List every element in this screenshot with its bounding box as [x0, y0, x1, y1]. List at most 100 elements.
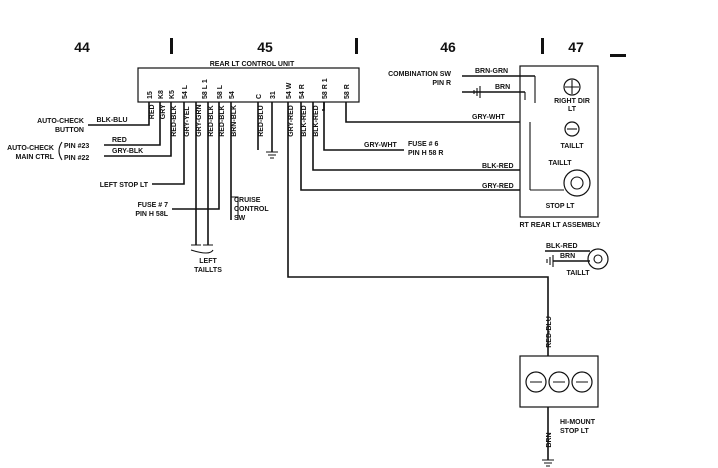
auto-check-ctrl-label: AUTO-CHECK: [7, 145, 54, 152]
hi-mount-box: [519, 355, 599, 408]
auto-check-button-label: BUTTON: [55, 127, 84, 134]
unit-pin-label: C: [256, 94, 263, 99]
right-dir-label: RIGHT DIR: [554, 98, 590, 105]
fuse6-label: FUSE # 6: [408, 141, 438, 148]
unit-title: REAR LT CONTROL UNIT: [210, 61, 295, 68]
unit-pin-label: 54: [229, 91, 236, 99]
vertical-wire-label: GRY: [160, 104, 167, 119]
vertical-wire-label: GRY-RED: [288, 105, 295, 137]
unit-pin-label: 58 L 1: [202, 79, 209, 99]
right-dir-label: LT: [568, 106, 577, 113]
hi-mount-label: HI-MOUNT: [560, 419, 596, 426]
wire-cruise-branch: [230, 190, 239, 220]
unit-pin-label: 54 W: [286, 82, 293, 99]
vertical-wire-label: RED-BLK: [219, 105, 226, 137]
wire-gry-blk: [104, 102, 172, 157]
ground-icon: [546, 255, 554, 267]
wire-blk-red-2-label: BLK-RED: [546, 243, 578, 250]
unit-pin-label: 31: [270, 91, 277, 99]
red-blu-label: RED-BLU: [546, 316, 553, 348]
hi-mount-label: STOP LT: [560, 428, 590, 435]
taillt-bulb-icon: [564, 121, 580, 137]
left-taillts-label: LEFT: [199, 258, 217, 265]
unit-pin-label: 54 R: [299, 84, 306, 99]
rt-rear-lt-assembly-box: [519, 65, 599, 218]
right-dir-bulb-icon: [563, 78, 581, 96]
unit-pin-label: K8: [158, 90, 165, 99]
wire-left-stop: [152, 102, 185, 185]
unit-pin-labels: 15 K8 K5 54 L 58 L 1 58 L 54 C 31 54 W 54 R 58 R 1 5…: [147, 78, 351, 99]
unit-box: [137, 67, 360, 103]
wire-gry-wht: [345, 102, 520, 123]
hi-mount-bulb-icon: [548, 371, 570, 393]
section-47: 47: [568, 39, 584, 55]
brn-bottom-label: BRN: [546, 432, 553, 447]
cruise-label: SW: [234, 215, 246, 222]
wire-red-blu: [287, 102, 549, 356]
ground-icon: [542, 459, 554, 467]
wire-brn-grn-label: BRN-GRN: [475, 68, 508, 75]
taillt-label: TAILLT: [560, 143, 584, 150]
wire-blk-blu: [88, 102, 150, 126]
pin22-label: PIN #22: [64, 155, 89, 162]
bulb-filament-icon: [570, 176, 584, 190]
combination-sw-pin-label: PIN R: [432, 80, 451, 87]
wire-red-label: RED: [112, 137, 127, 144]
fuse7-pin-label: PIN H 58L: [135, 211, 168, 218]
wire-gry-blk-label: GRY-BLK: [112, 148, 143, 155]
section-divider: [541, 38, 544, 54]
unit-pin-label: 15: [147, 91, 154, 99]
taillt-2-bulb-icon: [587, 248, 609, 270]
section-divider: [170, 38, 173, 54]
ground-icon: [473, 86, 481, 98]
internal-wires: [529, 122, 564, 191]
vertical-wire-label: RED-BLU: [258, 105, 265, 137]
wire-gry-wht-label: GRY-WHT: [472, 114, 506, 121]
vertical-wire-label: GRY-YEL: [184, 106, 191, 137]
left-taillts-label: TAILLTS: [194, 267, 222, 274]
unit-pin-label: 58 R: [344, 84, 351, 99]
rear-lt-control-unit: REAR LT CONTROL UNIT 15 K8 K5 54 L 58 L 1 58 …: [137, 61, 360, 103]
cruise-label: CONTROL: [234, 206, 269, 213]
taillt-label: TAILLT: [548, 160, 572, 167]
continuation-mark: [610, 54, 626, 57]
wire-brn-top-label: BRN: [495, 84, 510, 91]
auto-check-ctrl-label: MAIN CTRL: [16, 154, 55, 161]
vertical-wire-labels: RED GRY RED-BLK GRY-YEL GRY-GRN RED-BLK RED-BL…: [149, 104, 320, 137]
rt-rear-assembly-label: RT REAR LT ASSEMBLY: [519, 222, 600, 229]
left-wiring: BLK-BLU AUTO-CHECK BUTTON RED GRY-BLK PI…: [7, 102, 278, 274]
vertical-wire-label: RED-BLK: [171, 105, 178, 137]
unit-pin-label: K5: [169, 90, 176, 99]
cruise-label: CRUISE: [234, 197, 261, 204]
vertical-wire-label: BLK-RED: [301, 105, 308, 137]
wire-gry-red: [300, 102, 520, 191]
fuse6-wire-label: GRY-WHT: [364, 142, 398, 149]
vertical-wire-label: RED: [149, 104, 156, 119]
unit-pin-label: 58 L: [217, 84, 224, 99]
auto-check-button-label: AUTO-CHECK: [37, 118, 84, 125]
section-46: 46: [440, 39, 456, 55]
wire-blk-blu-label: BLK-BLU: [96, 117, 127, 124]
pin23-label: PIN #23: [64, 143, 89, 150]
wire-brn-2-label: BRN: [560, 253, 575, 260]
stop-lt-label: STOP LT: [546, 203, 576, 210]
section-45: 45: [257, 39, 273, 55]
right-wiring: GRY-RED BLK-RED GRY-WHT GRY-WHT FUSE # 6…: [287, 65, 609, 467]
unit-pin-label: 58 R 1: [322, 78, 329, 99]
taillt-2-label: TAILLT: [566, 270, 590, 277]
wire-red: [104, 102, 161, 146]
wire-fuse6: [323, 102, 404, 151]
ground-icon: [266, 151, 278, 159]
connector-brace: [58, 141, 63, 161]
fuse6-pin-label: PIN H 58 R: [408, 150, 443, 157]
vertical-wire-label: GRY-GRN: [196, 104, 203, 136]
bulb-filament-icon: [593, 254, 603, 264]
hi-mount-bulb-icon: [525, 371, 547, 393]
unit-pin-label: 54 L: [182, 84, 189, 99]
left-stop-lt-label: LEFT STOP LT: [100, 182, 149, 189]
vertical-wire-label: BLK-RED: [313, 105, 320, 137]
fuse7-label: FUSE # 7: [138, 202, 168, 209]
vertical-wire-label: BRN-BLK: [231, 105, 238, 137]
vertical-wire-label: RED-BLK: [208, 105, 215, 137]
